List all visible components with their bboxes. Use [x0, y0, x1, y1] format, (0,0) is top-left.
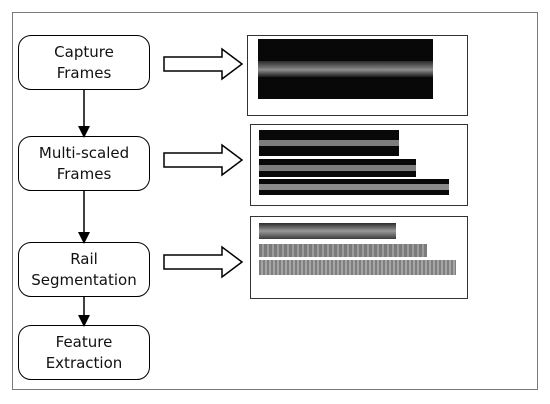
segment-large [259, 260, 456, 275]
panel-captured-frame [247, 35, 468, 116]
hollow-right-arrow-icon [163, 245, 244, 279]
frame-image [258, 39, 433, 99]
step-label-line2: Segmentation [31, 270, 137, 289]
step-label-line2: Frames [56, 63, 112, 82]
segment-medium [259, 244, 427, 257]
rail-band [258, 61, 433, 77]
panel-rail-segments [250, 216, 468, 299]
step-label-line1: Rail [70, 249, 98, 268]
hollow-right-arrow-icon [163, 143, 244, 177]
step-label-line2: Frames [56, 164, 112, 183]
step-label-line1: Capture [54, 42, 114, 61]
step-label-line1: Feature [55, 332, 113, 351]
step-label-line1: Multi-scaled [38, 143, 130, 162]
step-label-line2: Extraction [45, 353, 123, 372]
scaled-frame-medium [259, 159, 416, 177]
hollow-right-arrow-icon [163, 47, 244, 81]
segment-small [259, 223, 396, 239]
figure-frame [12, 12, 538, 390]
scaled-frame-small [259, 130, 399, 156]
scaled-frame-large [259, 179, 449, 195]
panel-multi-scaled [250, 124, 468, 206]
